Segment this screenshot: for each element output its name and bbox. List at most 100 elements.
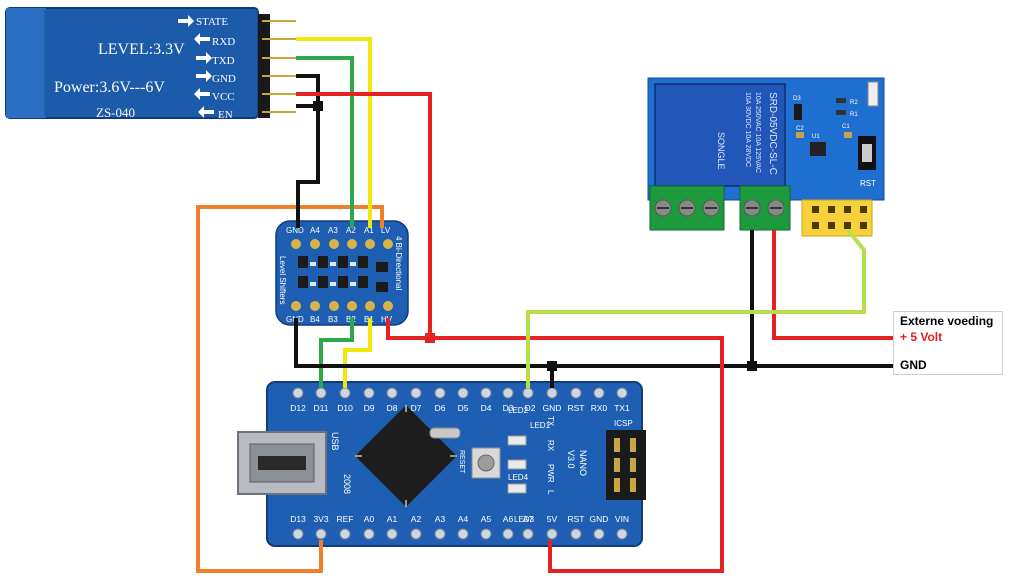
wire-orange-3v3-lv <box>196 205 384 573</box>
svg-text:D11: D11 <box>314 403 329 413</box>
level-shifter-subtitle: Level Shifters <box>278 256 287 304</box>
bt-arrow-icons <box>178 15 214 118</box>
svg-text:5V: 5V <box>547 514 558 524</box>
svg-text:VIN: VIN <box>615 514 629 524</box>
wire-green-txd <box>296 56 354 228</box>
nano-top-pads <box>292 387 628 399</box>
wire-red-vcc <box>296 92 432 338</box>
relay-rating-text: 10A 30VDC 10A 28VDC <box>744 92 751 167</box>
relay-part-label: R1 <box>850 112 858 118</box>
nano-led-label: LED3 <box>514 515 535 524</box>
bt-pin-label: GND <box>212 73 236 85</box>
wire-black-gnd-bus <box>294 318 893 368</box>
relay-rst-label: RST <box>860 179 876 188</box>
external-power-title: Externe voeding <box>900 314 994 328</box>
svg-text:D7: D7 <box>411 403 422 413</box>
wire-yellow-rxd <box>296 37 372 228</box>
svg-text:D12: D12 <box>290 403 306 413</box>
svg-text:TX1: TX1 <box>614 403 630 413</box>
svg-text:A3: A3 <box>435 514 446 524</box>
relay-part-label: C2 <box>796 126 804 132</box>
svg-text:D5: D5 <box>458 403 469 413</box>
level-shifter-pads <box>291 239 393 311</box>
svg-text:D9: D9 <box>364 403 375 413</box>
bt-pin-label: VCC <box>212 91 235 103</box>
nano-led-label: PWR <box>546 464 555 483</box>
bluetooth-module: LEVEL:3.3V Power:3.6V---6V ZS-040 STATE … <box>5 7 296 121</box>
wire-red-hv <box>386 318 724 573</box>
level-shifter-board: GND A4 A3 A2 A1 LV GND B4 B3 B2 B1 HV 4 … <box>275 220 409 326</box>
icsp-header-icon <box>606 430 646 500</box>
relay-model-text: SRD-05VDC-SL-C <box>767 92 778 175</box>
nano-led-label: LED1 <box>530 421 551 430</box>
svg-text:D8: D8 <box>387 403 398 413</box>
svg-text:A0: A0 <box>364 514 375 524</box>
svg-text:GND: GND <box>543 403 562 413</box>
external-power-plus: + 5 Volt <box>900 330 943 344</box>
nano-model-label: NANO <box>578 450 588 476</box>
screw-terminal-3 <box>649 185 725 231</box>
reset-button[interactable] <box>471 447 501 479</box>
bt-pin-label: EN <box>218 109 233 121</box>
svg-text:A5: A5 <box>481 514 492 524</box>
wire-green-d11 <box>319 318 354 388</box>
svg-text:GND: GND <box>590 514 609 524</box>
relay-part-label: C1 <box>842 124 850 130</box>
nano-led-label: RX <box>546 440 555 452</box>
nano-led-label: LED2 <box>508 406 529 415</box>
level-shifter-title: 4 Bi-Directional <box>394 236 403 290</box>
svg-text:B3: B3 <box>328 315 338 324</box>
wire-black-bt-gnd <box>296 74 320 228</box>
svg-text:D3: D3 <box>503 403 514 413</box>
svg-text:A1: A1 <box>387 514 398 524</box>
wire-lime-d2 <box>526 228 866 388</box>
svg-text:D13: D13 <box>290 514 306 524</box>
relay-brand-text: SONGLE <box>716 132 726 170</box>
external-power-gnd: GND <box>900 358 927 372</box>
level-shifter-top-labels: GND A4 A3 A2 A1 LV <box>286 226 391 235</box>
relay-part-label: R2 <box>850 100 858 106</box>
nano-reset-label: RESET <box>458 450 465 474</box>
junction-dot <box>747 361 757 371</box>
bt-pin-label: TXD <box>212 55 235 67</box>
nano-led-label: LED4 <box>508 473 529 482</box>
relay-part-label: U1 <box>812 134 820 140</box>
junction-dot <box>313 101 323 111</box>
svg-text:RX0: RX0 <box>591 403 608 413</box>
wire-red-ext <box>772 230 893 340</box>
svg-text:A3: A3 <box>328 226 338 235</box>
arduino-nano-board: D12 D11 D10 D9 D8 D7 D6 D5 D4 D3 D2 GND … <box>237 381 646 547</box>
svg-text:RST: RST <box>568 514 585 524</box>
bt-header-pins <box>258 14 296 118</box>
svg-text:D2: D2 <box>525 403 536 413</box>
svg-text:D10: D10 <box>337 403 353 413</box>
nano-usb-label: USB <box>330 432 340 451</box>
nano-bottom-pads <box>292 528 628 540</box>
junction-dot <box>547 361 557 371</box>
svg-text:A2: A2 <box>346 226 356 235</box>
svg-text:A1: A1 <box>364 226 374 235</box>
svg-text:REF: REF <box>337 514 354 524</box>
nano-led-label: L <box>546 490 555 495</box>
screw-terminal-2 <box>739 185 791 231</box>
relay-module: SRD-05VDC-SL-C 10A 250VAC 10A 125VAC 10A… <box>647 77 885 237</box>
bt-pin-label: STATE <box>196 16 228 28</box>
nano-top-labels: D12 D11 D10 D9 D8 D7 D6 D5 D4 D3 D2 GND … <box>290 403 630 413</box>
nano-bottom-labels: D13 3V3 REF A0 A1 A2 A3 A4 A5 A6 A7 5V R… <box>290 514 629 524</box>
svg-text:A4: A4 <box>310 226 320 235</box>
junction-dot <box>425 333 435 343</box>
wire-yellow-d10 <box>343 318 372 388</box>
usb-connector-icon <box>237 431 327 495</box>
bt-level-text: LEVEL:3.3V <box>98 41 185 58</box>
svg-text:A7: A7 <box>523 514 534 524</box>
svg-text:RST: RST <box>568 403 585 413</box>
nano-year-label: 2008 <box>342 474 352 494</box>
svg-text:B4: B4 <box>310 315 320 324</box>
svg-text:D4: D4 <box>481 403 492 413</box>
bt-power-text: Power:3.6V---6V <box>54 79 165 96</box>
nano-version-label: V3.0 <box>566 450 576 469</box>
relay-rating-text: 10A 250VAC 10A 125VAC <box>754 92 761 173</box>
bt-model-text: ZS-040 <box>96 105 135 120</box>
wires <box>196 37 893 573</box>
